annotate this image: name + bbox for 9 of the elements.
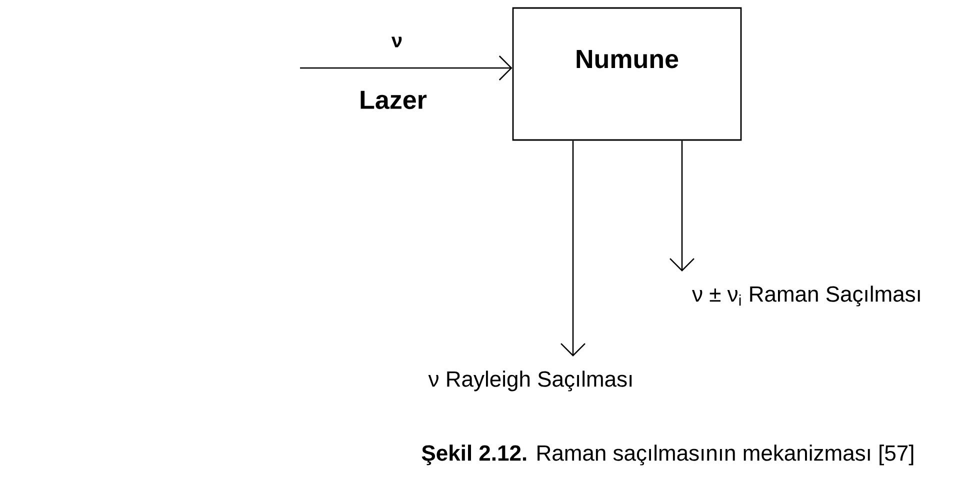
scattering-label: ν ± ν$_{i}$ Raman Saçılması	[692, 286, 920, 306]
input-label: Lazer	[360, 90, 427, 110]
sample-box: Numune	[512, 7, 742, 141]
arrow	[560, 140, 586, 356]
edge-label: ν	[391, 36, 402, 48]
arrow	[670, 140, 694, 272]
scattering-label: ν Rayleigh Saçılması	[428, 370, 632, 392]
figure-caption: Şekil 2.12. Raman saçılmasının mekanizması [57]	[422, 444, 914, 466]
arrow	[300, 56, 512, 80]
